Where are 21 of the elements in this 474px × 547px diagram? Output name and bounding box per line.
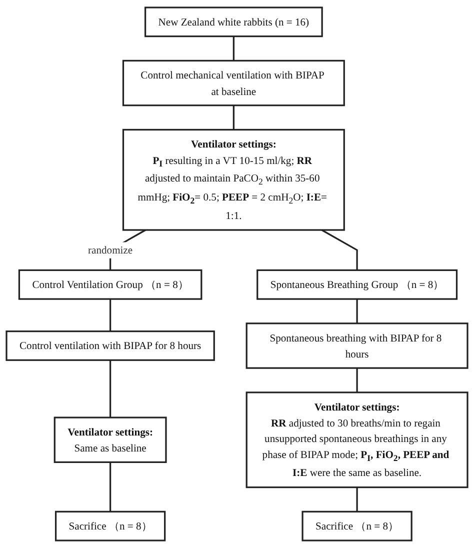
node-box: Sacrifice （n = 8） [302, 510, 412, 541]
node-box: Spontaneous Breathing Group （n = 8） [256, 268, 458, 300]
connector [110, 360, 112, 418]
node-box: Ventilator settings: RR adjusted to 30 breaths/min to regain unsupported spontaneous breathings in any phase of BIPAP mode; P$_{I}$, FiO$_{2}$, PEEP and I:E were the same as baseline. [246, 391, 468, 488]
node-box: Control mechanical ventilation with BIPAP at baseline [122, 59, 345, 106]
connector [232, 36, 234, 60]
node-box: New Zealand white rabbits (n = 16) [144, 6, 323, 37]
node-box: Control ventilation with BIPAP for 8 hours [6, 330, 215, 360]
connector [232, 104, 234, 130]
node-box: Sacrifice （n = 8） [54, 510, 166, 541]
edge-label: randomize [88, 243, 133, 256]
node-box: Control Ventilation Group （n = 8） [18, 268, 202, 300]
connector [321, 228, 358, 270]
node-box: Ventilator settings: P$_{I}$ resulting in a VT 10-15 ml/kg; RR adjusted to maintain PaCO$_{2}$ within 35-60 mmHg; FiO$_{2}$= 0.5; PEEP = 2 cmH$_{2}$O; I:E= 1:1. [122, 128, 345, 230]
connector [356, 486, 358, 512]
node-box: Spontaneous breathing with BIPAP for 8 hours [246, 322, 468, 368]
connector [356, 368, 358, 392]
connector [356, 298, 358, 323]
connector [110, 462, 112, 512]
connector [110, 298, 112, 331]
node-box: Ventilator settings: Same as baseline [54, 416, 167, 462]
